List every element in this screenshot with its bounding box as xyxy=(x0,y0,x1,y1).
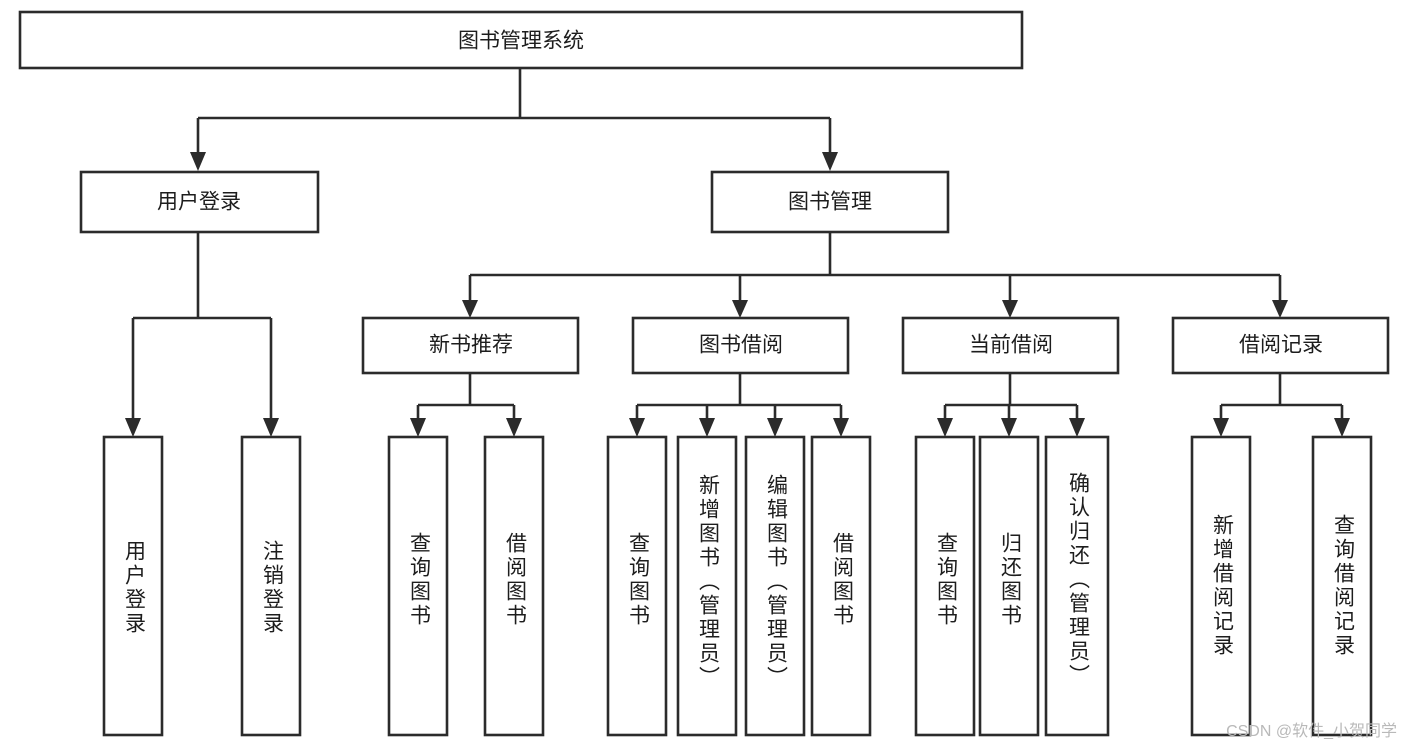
leaf-user-login-logout-label: 注销登录 xyxy=(260,540,284,636)
leaf-current-borrow-query-box[interactable] xyxy=(914,435,976,737)
arrow-head-leaf-user-login xyxy=(125,418,141,437)
leaf-book-borrow-add-box[interactable] xyxy=(676,435,738,737)
leaf-book-borrow-borrow-box[interactable] xyxy=(810,435,872,737)
leaf-current-borrow-return-label: 归还图书 xyxy=(998,532,1022,628)
arrow-head-user-login xyxy=(190,152,206,171)
arrow-head-current-borrow xyxy=(1002,300,1018,318)
leaf-user-login-logout[interactable]: 注销登录 xyxy=(240,435,302,737)
arrow-head-br-leaf-2 xyxy=(1334,418,1350,437)
leaf-book-borrow-borrow-label: 借阅图书 xyxy=(830,532,854,628)
node-root-box[interactable] xyxy=(18,10,1024,70)
node-new-book-recommend-box[interactable] xyxy=(361,316,580,375)
leaf-current-borrow-confirm[interactable]: 确认归还（管理员） xyxy=(1044,435,1110,737)
leaf-borrow-record-add[interactable]: 新增借阅记录 xyxy=(1190,435,1252,737)
leaf-book-borrow-add-label: 新增图书（管理员） xyxy=(696,474,720,690)
leaf-borrow-record-add-label: 新增借阅记录 xyxy=(1210,514,1234,658)
leaf-book-borrow-edit-label: 编辑图书（管理员） xyxy=(764,474,788,690)
leaf-book-borrow-query[interactable]: 查询图书 xyxy=(606,435,668,737)
node-borrow-record[interactable]: 借阅记录 xyxy=(1171,316,1390,375)
arrow-head-borrow-record xyxy=(1272,300,1288,318)
leaf-user-login-login-box[interactable] xyxy=(102,435,164,737)
leaf-borrow-record-query-label: 查询借阅记录 xyxy=(1331,514,1355,658)
node-root-label: 图书管理系统 xyxy=(458,30,584,53)
arrow-head-book-manage xyxy=(822,152,838,171)
leaf-new-book-borrow-label: 借阅图书 xyxy=(503,532,527,628)
node-root[interactable]: 图书管理系统 xyxy=(18,10,1024,70)
leaf-new-book-borrow-box[interactable] xyxy=(483,435,545,737)
leaf-current-borrow-query-label: 查询图书 xyxy=(934,532,958,628)
leaf-book-borrow-add[interactable]: 新增图书（管理员） xyxy=(676,435,738,737)
arrow-head-cb-leaf-1 xyxy=(937,418,953,437)
node-book-borrow-box[interactable] xyxy=(631,316,850,375)
node-user-login[interactable]: 用户登录 xyxy=(79,170,320,234)
leaf-borrow-record-query-box[interactable] xyxy=(1311,435,1373,737)
leaf-borrow-record-add-box[interactable] xyxy=(1190,435,1252,737)
arrow-head-leaf-logout xyxy=(263,418,279,437)
leaf-current-borrow-confirm-box[interactable] xyxy=(1044,435,1110,737)
node-borrow-record-box[interactable] xyxy=(1171,316,1390,375)
arrow-head-nb-leaf-2 xyxy=(506,418,522,437)
leaf-borrow-record-query[interactable]: 查询借阅记录 xyxy=(1311,435,1373,737)
arrow-head-nb-leaf-1 xyxy=(410,418,426,437)
node-user-login-label: 用户登录 xyxy=(157,191,241,214)
node-borrow-record-label: 借阅记录 xyxy=(1239,334,1323,357)
leaf-new-book-query[interactable]: 查询图书 xyxy=(387,435,449,737)
leaf-current-borrow-return-box[interactable] xyxy=(978,435,1040,737)
leaf-new-book-query-box[interactable] xyxy=(387,435,449,737)
arrow-head-bb-leaf-4 xyxy=(833,418,849,437)
arrow-head-book-borrow xyxy=(732,300,748,318)
nodes-layer: 图书管理系统 用户登录 图书管理 新书推荐 图书借阅 xyxy=(18,10,1390,737)
leaf-user-login-login-label: 用户登录 xyxy=(122,540,146,636)
arrow-head-bb-leaf-1 xyxy=(629,418,645,437)
node-user-login-box[interactable] xyxy=(79,170,320,234)
arrow-head-cb-leaf-2 xyxy=(1001,418,1017,437)
node-book-borrow-label: 图书借阅 xyxy=(699,334,783,357)
node-current-borrow[interactable]: 当前借阅 xyxy=(901,316,1120,375)
arrow-head-bb-leaf-3 xyxy=(767,418,783,437)
leaf-user-login-login[interactable]: 用户登录 xyxy=(102,435,164,737)
leaf-book-borrow-edit-box[interactable] xyxy=(744,435,806,737)
arrow-head-new-book xyxy=(462,300,478,318)
node-current-borrow-box[interactable] xyxy=(901,316,1120,375)
leaf-book-borrow-query-box[interactable] xyxy=(606,435,668,737)
leaf-book-borrow-edit[interactable]: 编辑图书（管理员） xyxy=(744,435,806,737)
leaf-new-book-query-label: 查询图书 xyxy=(407,532,431,628)
node-book-borrow[interactable]: 图书借阅 xyxy=(631,316,850,375)
arrow-head-br-leaf-1 xyxy=(1213,418,1229,437)
node-current-borrow-label: 当前借阅 xyxy=(969,334,1053,357)
leaf-new-book-borrow[interactable]: 借阅图书 xyxy=(483,435,545,737)
leaf-book-borrow-query-label: 查询图书 xyxy=(626,532,650,628)
arrow-head-cb-leaf-3 xyxy=(1069,418,1085,437)
edges-layer xyxy=(125,68,1350,437)
leaf-current-borrow-return[interactable]: 归还图书 xyxy=(978,435,1040,737)
node-new-book-recommend-label: 新书推荐 xyxy=(429,334,513,357)
node-book-manage-label: 图书管理 xyxy=(788,191,872,214)
node-book-manage-box[interactable] xyxy=(710,170,950,234)
leaf-book-borrow-borrow[interactable]: 借阅图书 xyxy=(810,435,872,737)
arrow-head-bb-leaf-2 xyxy=(699,418,715,437)
leaf-current-borrow-query[interactable]: 查询图书 xyxy=(914,435,976,737)
node-new-book-recommend[interactable]: 新书推荐 xyxy=(361,316,580,375)
leaf-user-login-logout-box[interactable] xyxy=(240,435,302,737)
leaf-current-borrow-confirm-label: 确认归还（管理员） xyxy=(1066,472,1090,688)
node-book-manage[interactable]: 图书管理 xyxy=(710,170,950,234)
